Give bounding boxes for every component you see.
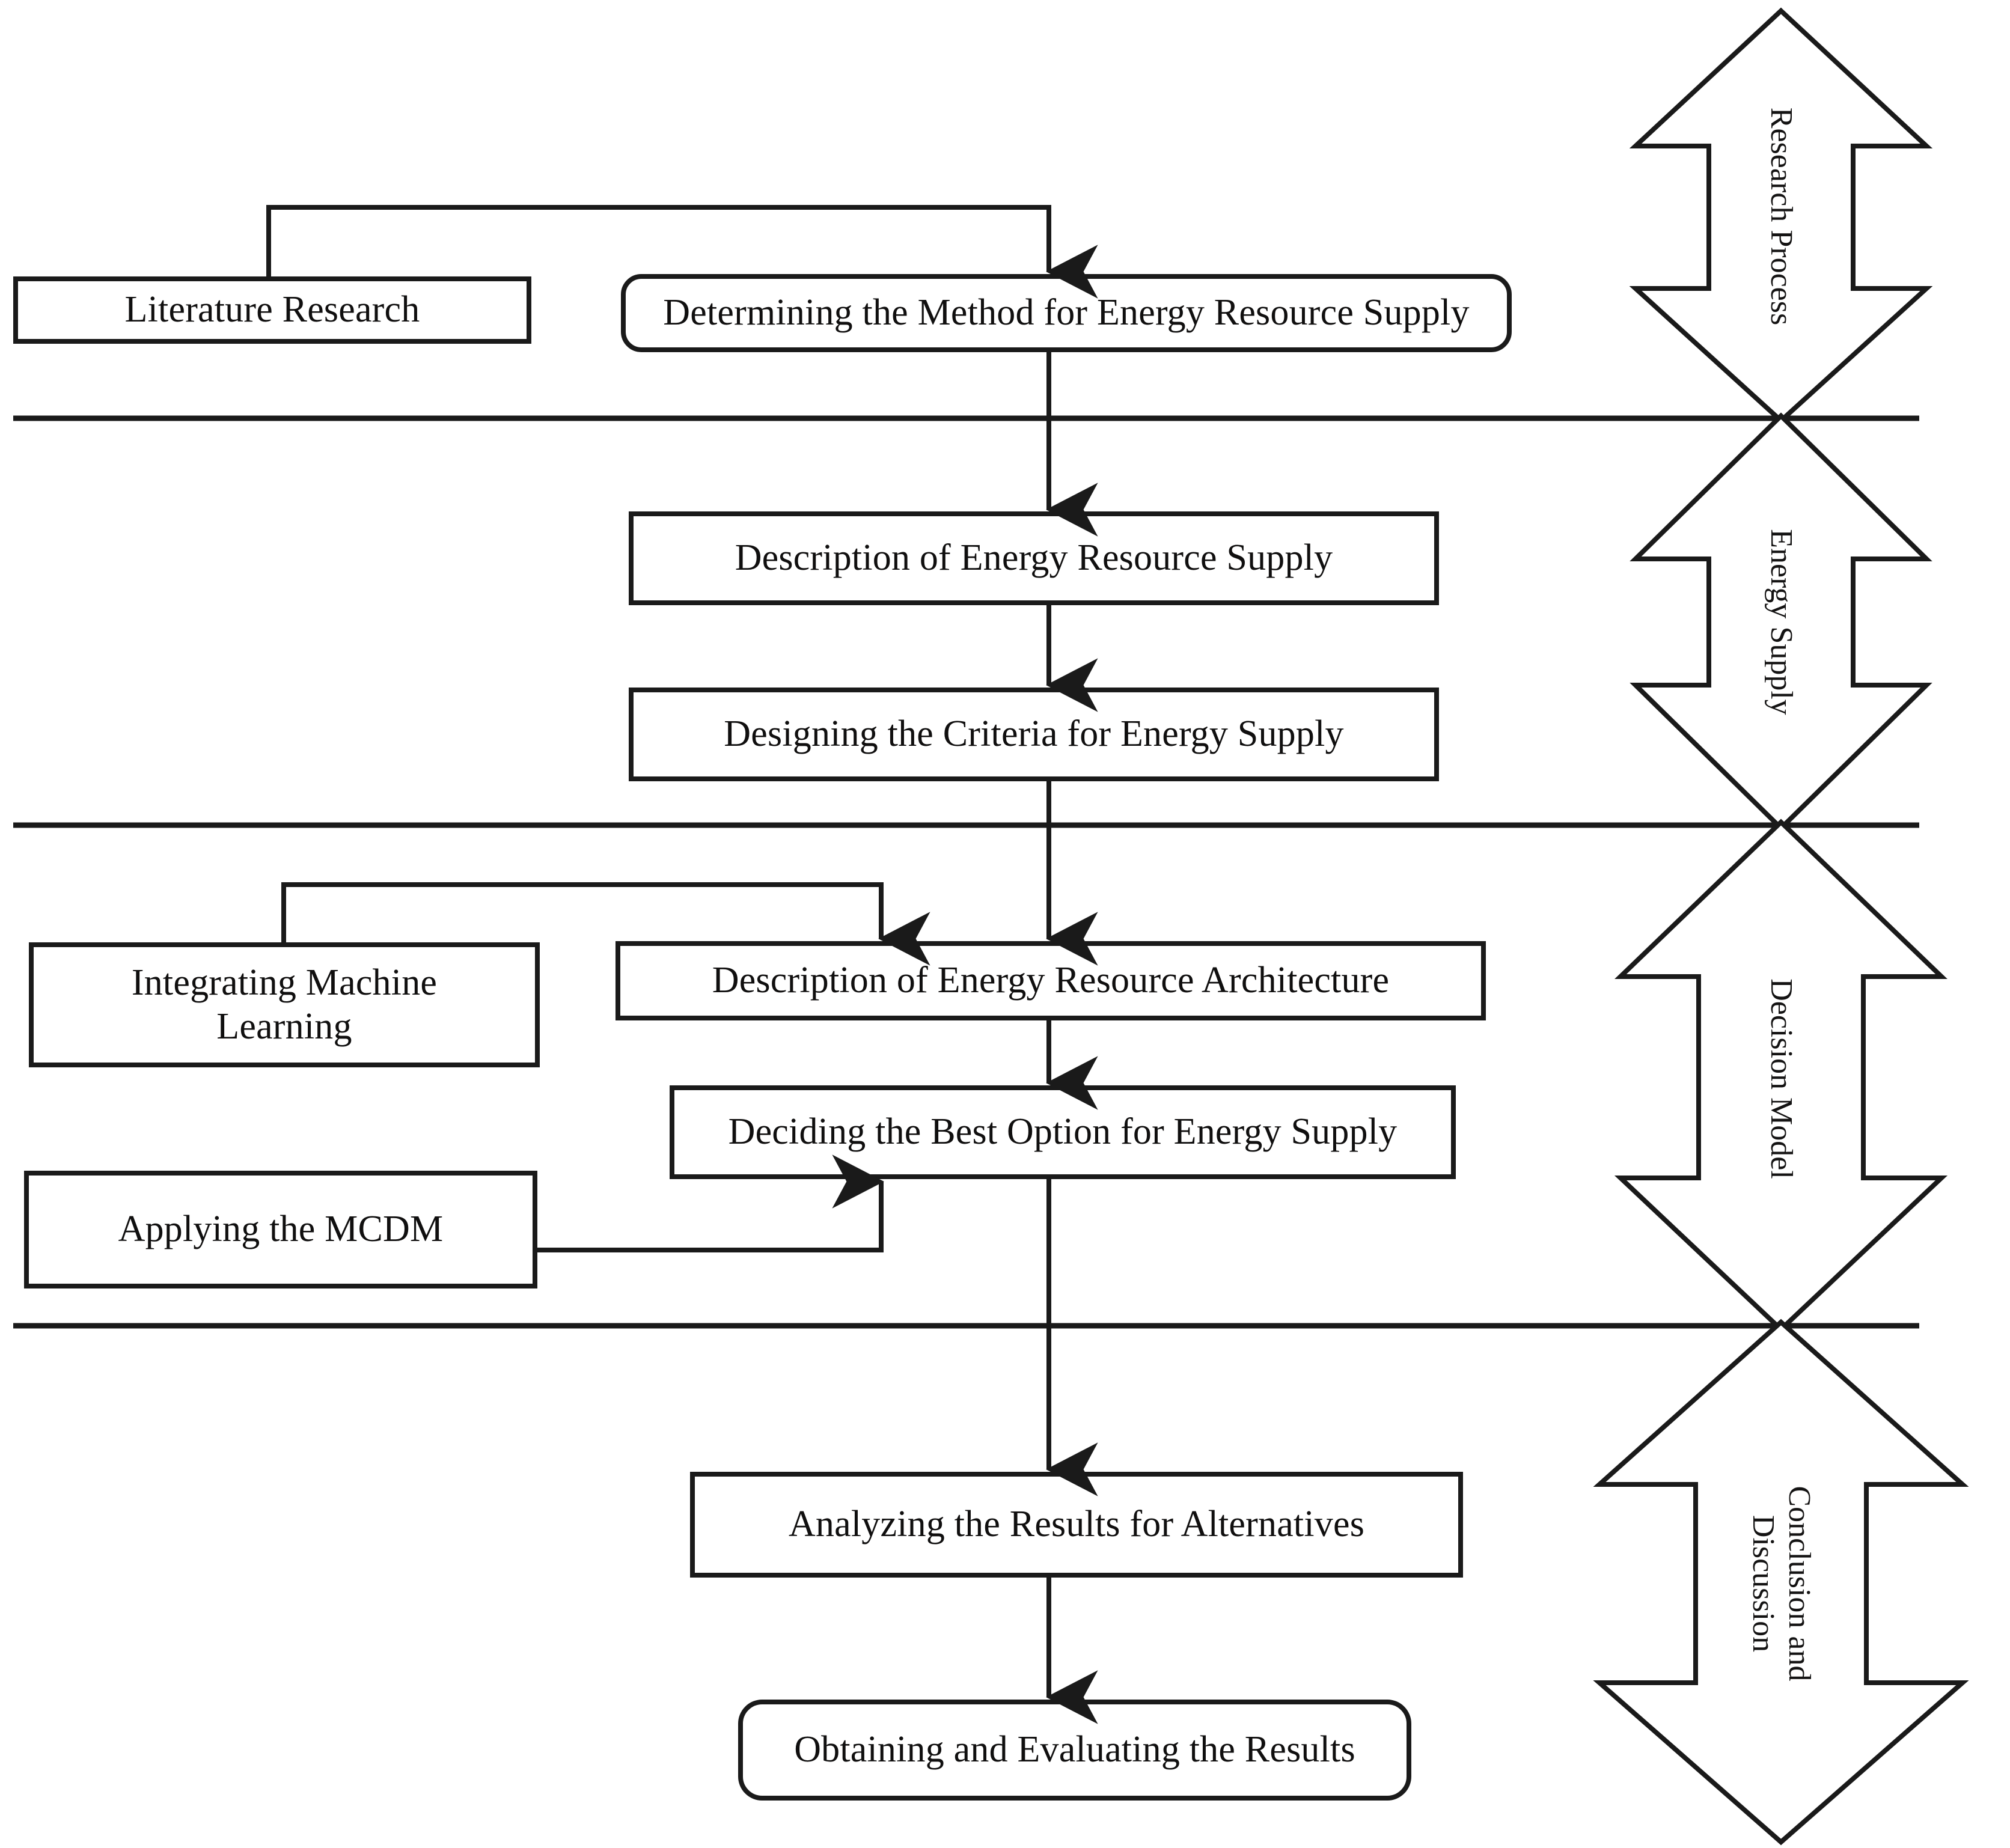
band-arrows xyxy=(1593,7,1969,1846)
node-shape-integrating-ml xyxy=(29,942,540,1067)
node-shape-obtaining-evaluating xyxy=(738,1700,1411,1801)
node-shapes xyxy=(13,274,1512,1801)
node-shape-description-supply xyxy=(629,511,1439,605)
node-shape-determining-method xyxy=(621,274,1512,352)
edge-mcdm-to-deciding xyxy=(535,1154,884,1252)
node-shape-literature-research xyxy=(13,276,531,344)
node-shape-description-architecture xyxy=(616,941,1486,1020)
band-arrow-research-process xyxy=(1629,7,1933,424)
node-shape-deciding-best-option xyxy=(670,1085,1456,1179)
node-shape-designing-criteria xyxy=(629,688,1439,781)
edge-literature-to-determining xyxy=(266,205,1098,299)
node-shape-applying-mcdm xyxy=(24,1171,537,1288)
edge-ml-to-architecture xyxy=(281,882,930,966)
band-arrow-conclusion-discussion xyxy=(1593,1319,1969,1846)
node-shape-analyzing-results xyxy=(690,1472,1463,1578)
band-arrow-energy-supply xyxy=(1630,412,1932,832)
band-arrow-decision-model xyxy=(1614,819,1948,1333)
section-dividers xyxy=(13,415,1919,1329)
connector-edges xyxy=(266,205,1098,1724)
